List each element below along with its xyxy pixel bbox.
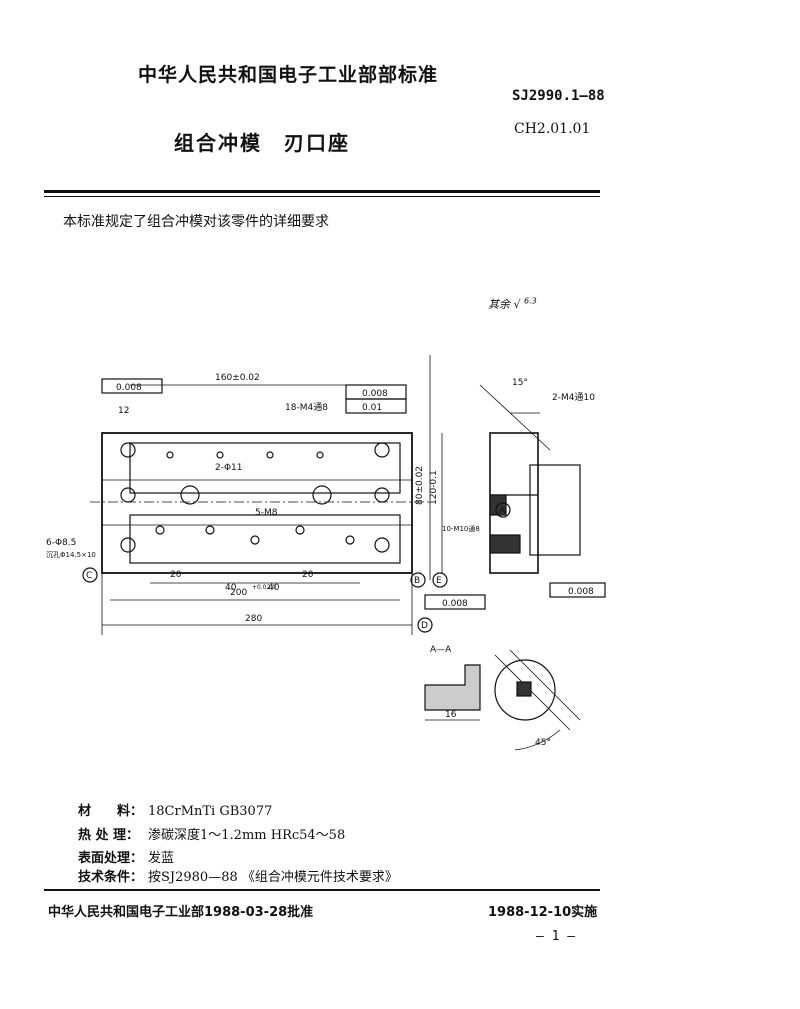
header-rule-thin (44, 196, 600, 197)
dim-12: 12 (118, 406, 129, 416)
datum-marker (410, 572, 426, 588)
tol-value: 0.008 (362, 389, 388, 399)
technical-drawing: 160±0.02 280 200 +0.02 0 20 40 40 20 12 … (46, 355, 606, 751)
tol-value: 0.01 (362, 403, 382, 413)
hole (120, 487, 136, 503)
spec-technical-conditions: 技术条件： 按SJ2980—88 《组合冲模元件技术要求》 (78, 866, 398, 885)
plan-inner-lower (129, 514, 401, 564)
tol-value: 0.008 (442, 599, 468, 609)
dim-40-left: 40 (225, 583, 237, 593)
note-5-holes: 5-M8 (255, 508, 278, 518)
approval-line: 中华人民共和国电子工业部1988-03-28批准 (48, 905, 314, 920)
tolerance-frame (345, 398, 407, 414)
section-label: A—A (430, 645, 452, 655)
hole-d11 (312, 485, 332, 505)
spec-value: 渗碳深度1～1.2mm HRc54～58 (148, 828, 346, 843)
datum-label: A (499, 506, 506, 516)
dim-20-left: 20 (170, 570, 182, 580)
header-organization: 中华人民共和国电子工业部部标准 (138, 64, 439, 86)
roughness-note: 其余 √ 6.3 (488, 296, 537, 312)
standard-number: SJ2990.1—88 (512, 88, 605, 104)
note-2m4: 2-M4通10 (552, 392, 595, 403)
hole (374, 537, 390, 553)
hole-m4 (266, 451, 274, 459)
datum-label: D (421, 621, 428, 631)
standard-code: CH2.01.01 (514, 121, 591, 137)
note-6-sub: 沉孔Φ14.5×10 (46, 551, 96, 559)
datum-label: E (436, 576, 442, 586)
hole-m8 (250, 535, 260, 545)
dim-120: 120-0.1 (429, 470, 439, 505)
roughness-label: 其余 (488, 298, 510, 311)
hole (120, 442, 136, 458)
datum-label: B (414, 576, 420, 586)
datum-marker (82, 567, 98, 583)
hole (374, 442, 390, 458)
note-2-holes: 2-Φ11 (215, 463, 243, 473)
title-part-1: 组合冲模 (174, 131, 262, 155)
spec-label: 技术条件： (78, 870, 144, 885)
title-part-2: 刃口座 (284, 131, 350, 155)
hole-m8 (345, 535, 355, 545)
spec-surface-treatment: 表面处理： 发蓝 (78, 847, 174, 866)
dim-280: 280 (245, 614, 262, 624)
header-rule-thick (44, 190, 600, 193)
hole (374, 487, 390, 503)
datum-label: C (86, 571, 92, 581)
roughness-value: 6.3 (524, 296, 537, 306)
spec-heat-treatment: 热 处 理： 渗碳深度1～1.2mm HRc54～58 (78, 824, 345, 843)
page-title: 组合冲模刃口座 (174, 127, 350, 156)
datum-marker (495, 502, 511, 518)
tol-value: 0.008 (116, 383, 142, 393)
hole-m4 (216, 451, 224, 459)
hole-m8 (205, 525, 215, 535)
dim-40-right: 40 (268, 583, 280, 593)
dim-20-right: 20 (302, 570, 314, 580)
spec-label: 表面处理： (78, 851, 144, 866)
section-aa (424, 664, 481, 711)
hole-m4 (166, 451, 174, 459)
datum-marker (417, 617, 433, 633)
dim-200: 200 (230, 588, 247, 598)
plan-outline (101, 432, 413, 574)
hole-m4 (316, 451, 324, 459)
tolerance-frame (101, 378, 163, 394)
tolerance-frame (549, 582, 606, 598)
spec-value: 18CrMnTi GB3077 (148, 804, 273, 819)
tol-value: 0.008 (568, 587, 594, 597)
intro-text: 本标准规定了组合冲模对该零件的详细要求 (63, 214, 329, 230)
note-6-holes: 6-Φ8.5 (46, 538, 76, 548)
angle-15: 15° (512, 378, 528, 388)
note-18-holes: 18-M4通8 (285, 402, 328, 413)
roughness-symbol-icon: √ (513, 298, 521, 311)
effective-date: 1988-12-10实施 (488, 905, 598, 920)
spec-value: 按SJ2980—88 《组合冲模元件技术要求》 (148, 870, 398, 885)
hole-m8 (295, 525, 305, 535)
dim-160: 160±0.02 (215, 373, 260, 383)
datum-marker (432, 572, 448, 588)
spec-material: 材 料： 18CrMnTi GB3077 (78, 800, 272, 819)
tolerance-frame (424, 594, 486, 610)
hole-m8 (155, 525, 165, 535)
dim-80: 80±0.02 (415, 466, 425, 505)
detail-circle (494, 659, 556, 721)
page-number: — 1 — (536, 929, 576, 944)
note-10-holes: 10-M10通8 (442, 524, 480, 533)
hole-d11 (180, 485, 200, 505)
side-view-block (529, 464, 581, 556)
dim-200-tol: +0.02 0 (252, 584, 276, 591)
spec-label: 材 料： (78, 804, 144, 819)
spec-value: 发蓝 (148, 851, 175, 866)
plan-inner-upper (129, 442, 401, 494)
dim-16: 16 (445, 710, 457, 720)
hole (120, 537, 136, 553)
spec-label: 热 处 理： (78, 828, 140, 843)
angle-45: 45° (535, 738, 551, 748)
footer-rule (44, 889, 600, 891)
